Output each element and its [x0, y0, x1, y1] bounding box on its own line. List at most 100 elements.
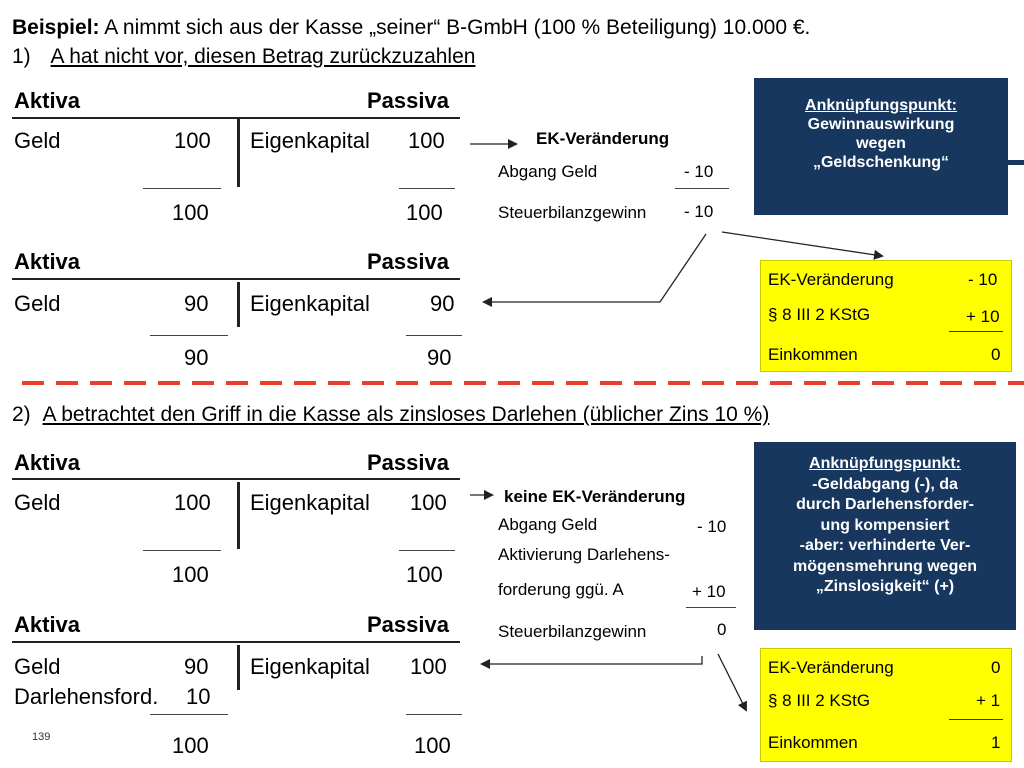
- asset-label: Geld: [14, 291, 61, 316]
- row-label: Einkommen: [768, 345, 858, 364]
- asset-total: 100: [172, 562, 209, 587]
- ek-change-title: EK-Veränderung: [536, 129, 670, 148]
- equity-total: 90: [427, 345, 452, 370]
- equity-label: Eigenkapital: [250, 291, 370, 316]
- loan-receivable-label: Darlehensford.: [14, 684, 159, 709]
- t-account-top-line: [12, 117, 460, 119]
- sum-line: [675, 188, 729, 189]
- asset-value: 100: [174, 490, 211, 515]
- row-label: § 8 III 2 KStG: [768, 305, 871, 324]
- passiva-label: Passiva: [367, 249, 449, 274]
- row-value: 0: [991, 658, 1001, 677]
- asset-label: Geld: [14, 128, 61, 153]
- ek-change-title: keine EK-Veränderung: [504, 487, 686, 506]
- sum-line-right: [399, 188, 455, 189]
- passiva-label: Passiva: [367, 450, 449, 475]
- ek-row-label: forderung ggü. A: [498, 580, 624, 599]
- asset-total: 90: [184, 345, 209, 370]
- row-value: + 10: [966, 307, 1000, 326]
- loan-receivable-value: 10: [186, 684, 211, 709]
- aktiva-label: Aktiva: [14, 249, 81, 274]
- asset-total: 100: [172, 200, 209, 225]
- case2-number: 2): [12, 403, 31, 426]
- ek-row-value: - 10: [697, 517, 727, 536]
- case2-heading: 2) A betrachtet den Griff in die Kasse a…: [12, 403, 769, 427]
- row-value: + 1: [976, 691, 1001, 710]
- asset-value: 90: [184, 654, 209, 679]
- passiva-label: Passiva: [367, 612, 449, 637]
- income-calc-box-2: EK-Veränderung 0 § 8 III 2 KStG + 1 Eink…: [760, 648, 1012, 762]
- aktiva-label: Aktiva: [14, 450, 81, 475]
- equity-total: 100: [414, 733, 451, 758]
- sum-line-right: [406, 335, 462, 336]
- anknuepfungspunkt-box-1: Anknüpfungspunkt: Gewinnauswirkung wegen…: [754, 78, 1008, 215]
- ek-row-label: Aktivierung Darlehens-: [498, 545, 670, 564]
- equity-total: 100: [406, 200, 443, 225]
- t-account-divider: [237, 482, 240, 549]
- section-separator: [22, 381, 1024, 385]
- case2-text: A betrachtet den Griff in die Kasse als …: [42, 403, 770, 426]
- case1-text: A hat nicht vor, diesen Betrag zurückzuz…: [50, 45, 476, 68]
- box-line: Gewinnauswirkung: [807, 116, 955, 133]
- box-line: Anknüpfungspunkt:: [809, 455, 961, 472]
- aktiva-label: Aktiva: [14, 612, 81, 637]
- ek-row-label: Abgang Geld: [498, 515, 598, 534]
- case1-heading: 1) A hat nicht vor, diesen Betrag zurück…: [12, 45, 475, 69]
- ek-row-value: 0: [717, 620, 727, 639]
- sum-line-left: [143, 550, 221, 551]
- equity-value: 100: [410, 490, 447, 515]
- sum-line: [686, 607, 736, 608]
- case1-number: 1): [12, 45, 31, 68]
- t-account-top-line: [12, 641, 460, 643]
- ek-row-label: Steuerbilanzgewinn: [498, 622, 647, 641]
- income-calc-box-1: EK-Veränderung - 10 § 8 III 2 KStG + 10 …: [760, 260, 1012, 372]
- box-line: durch Darlehensforder-: [796, 496, 974, 513]
- row-label: EK-Veränderung: [768, 270, 894, 289]
- equity-value: 100: [408, 128, 445, 153]
- row-value: 1: [991, 733, 1001, 752]
- arrow-to-balance-1b: [482, 233, 707, 307]
- box-line: Anknüpfungspunkt:: [805, 97, 957, 114]
- t-account-divider: [237, 645, 240, 690]
- box-line: wegen: [856, 135, 906, 152]
- sum-line: [949, 331, 1003, 332]
- ek-row-value: - 10: [684, 202, 714, 221]
- equity-label: Eigenkapital: [250, 654, 370, 679]
- sum-line-left: [150, 714, 228, 715]
- example-text: A nimmt sich aus der Kasse „seiner“ B-Gm…: [99, 16, 811, 39]
- edge-bar: [1008, 160, 1024, 165]
- example-label: Beispiel:: [12, 16, 100, 39]
- t-account-top-line: [12, 478, 460, 480]
- box-line: ung kompensiert: [820, 516, 950, 534]
- sum-line: [949, 719, 1003, 720]
- arrow-to-yellow-1: [721, 231, 884, 260]
- asset-label: Geld: [14, 654, 61, 679]
- equity-total: 100: [406, 562, 443, 587]
- equity-value: 90: [430, 291, 455, 316]
- arrow-to-balance-2b: [480, 656, 703, 669]
- equity-value: 100: [410, 654, 447, 679]
- asset-value: 100: [174, 128, 211, 153]
- equity-label: Eigenkapital: [250, 490, 370, 515]
- row-value: 0: [991, 345, 1001, 364]
- ek-row-label: Steuerbilanzgewinn: [498, 203, 647, 222]
- ek-row-value: - 10: [684, 162, 714, 181]
- box-line: „Geldschenkung“: [812, 154, 950, 171]
- asset-total: 100: [172, 733, 209, 758]
- anknuepfungspunkt-box-2: Anknüpfungspunkt: -Geldabgang (-), da du…: [754, 442, 1016, 630]
- box-line: mögensmehrung wegen: [792, 557, 978, 575]
- arrow-to-yellow-2: [717, 653, 747, 712]
- sum-line-right: [399, 550, 455, 551]
- asset-value: 90: [184, 291, 209, 316]
- t-account-divider: [237, 282, 240, 327]
- box-line: -Geldabgang (-), da: [812, 475, 958, 493]
- box-line: „Zinslosigkeit“ (+): [815, 578, 955, 595]
- t-account-top-line: [12, 278, 460, 280]
- row-label: § 8 III 2 KStG: [768, 691, 871, 710]
- asset-label: Geld: [14, 490, 61, 515]
- box-line: -aber: verhinderte Ver-: [799, 537, 971, 554]
- t-account-divider: [237, 119, 240, 187]
- row-label: EK-Veränderung: [768, 658, 894, 677]
- aktiva-label: Aktiva: [14, 88, 81, 113]
